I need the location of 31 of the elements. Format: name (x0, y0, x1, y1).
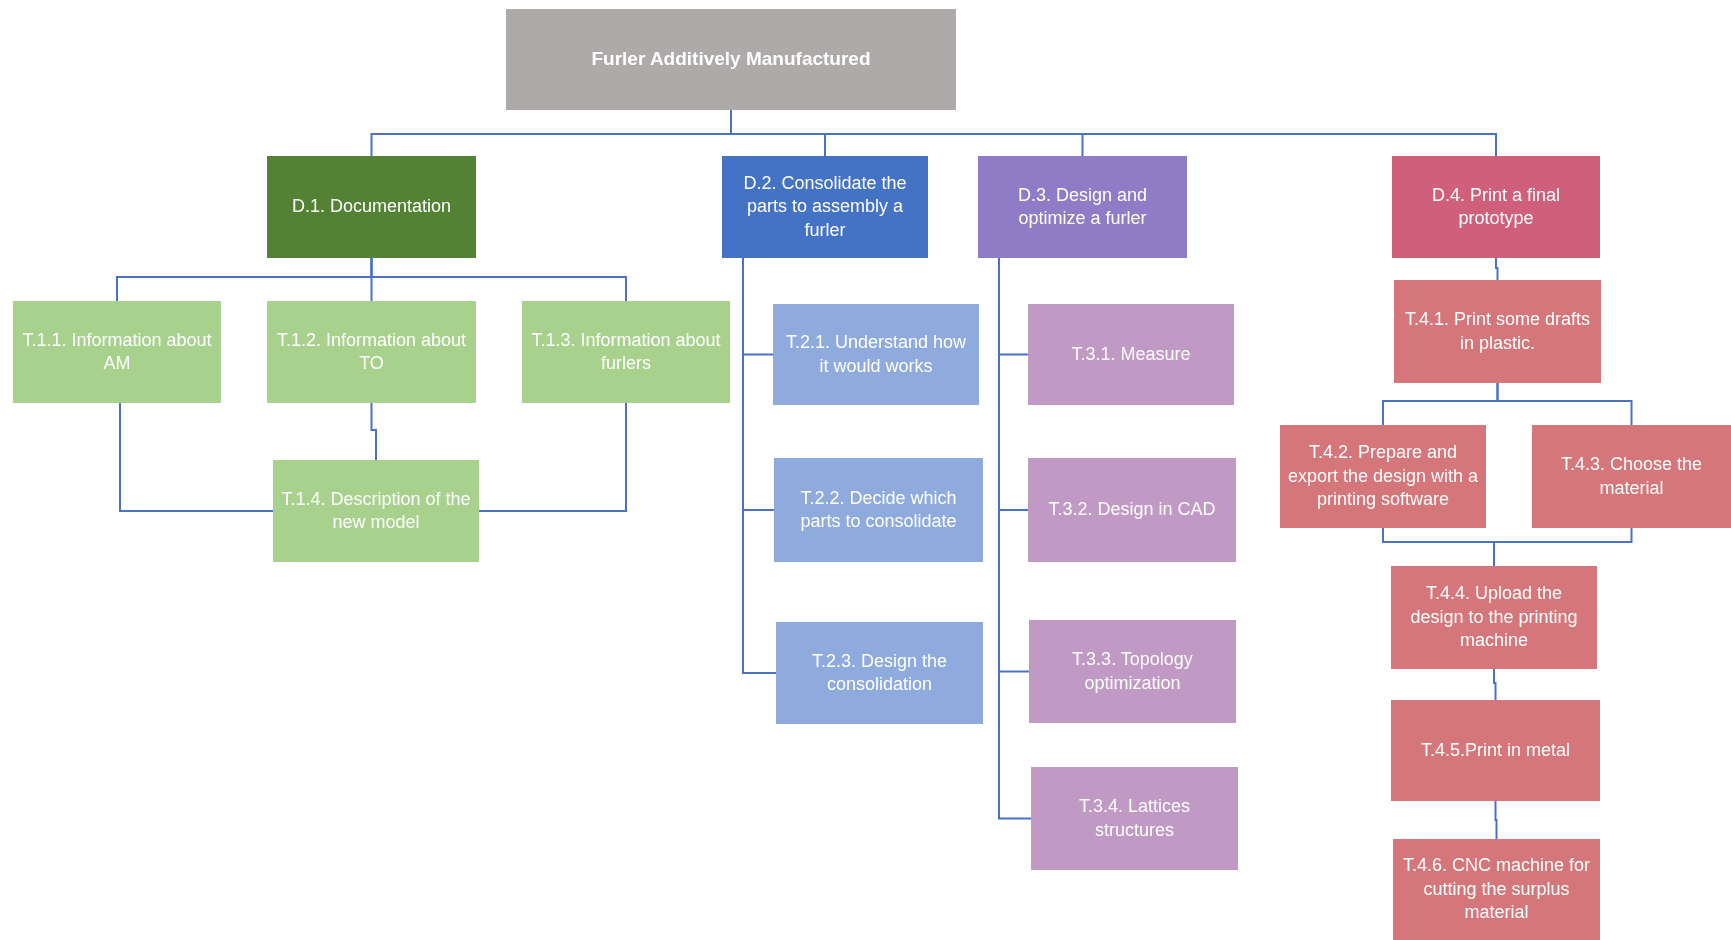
task-box: T.4.1. Print some drafts in plastic. (1394, 280, 1601, 383)
task-box: T.2.2. Decide which parts to consolidate (774, 458, 983, 562)
task-box: D.2. Consolidate the parts to assembly a furler (722, 156, 928, 258)
task-box: T.4.3. Choose the material (1532, 425, 1731, 528)
task-box: T.4.4. Upload the design to the printing machine (1391, 566, 1597, 669)
task-box: T.1.1. Information about AM (13, 301, 221, 403)
task-box: T.2.1. Understand how it would works (773, 304, 979, 405)
task-box: D.1. Documentation (267, 156, 476, 258)
connector-line (1493, 527, 1633, 567)
task-box: T.3.1. Measure (1028, 304, 1234, 405)
connector-line (1495, 257, 1499, 281)
task-box: T.3.3. Topology optimization (1029, 620, 1236, 723)
connector-line (370, 257, 627, 302)
connector-line (370, 402, 377, 461)
task-box: T.3.2. Design in CAD (1028, 458, 1236, 562)
connector-line (1494, 800, 1498, 840)
task-box: T.3.4. Lattices structures (1031, 767, 1238, 870)
connector-line (119, 402, 274, 512)
task-box: T.1.4. Description of the new model (273, 460, 479, 562)
task-box: T.1.2. Information about TO (267, 301, 476, 403)
task-box: T.4.2. Prepare and export the design with a printing software (1280, 425, 1486, 528)
task-box: T.4.6. CNC machine for cutting the surplus material (1393, 839, 1600, 940)
root-box: Furler Additively Manufactured (506, 9, 956, 110)
connector-line (1496, 382, 1633, 426)
task-box: T.4.5.Print in metal (1391, 700, 1600, 801)
connector-line (1493, 668, 1497, 701)
task-box: T.1.3. Information about furlers (522, 301, 730, 403)
task-box: D.4. Print a final prototype (1392, 156, 1600, 258)
task-box: D.3. Design and optimize a furler (978, 156, 1187, 258)
connector-line (478, 402, 627, 512)
task-box: T.2.3. Design the consolidation (776, 622, 983, 724)
